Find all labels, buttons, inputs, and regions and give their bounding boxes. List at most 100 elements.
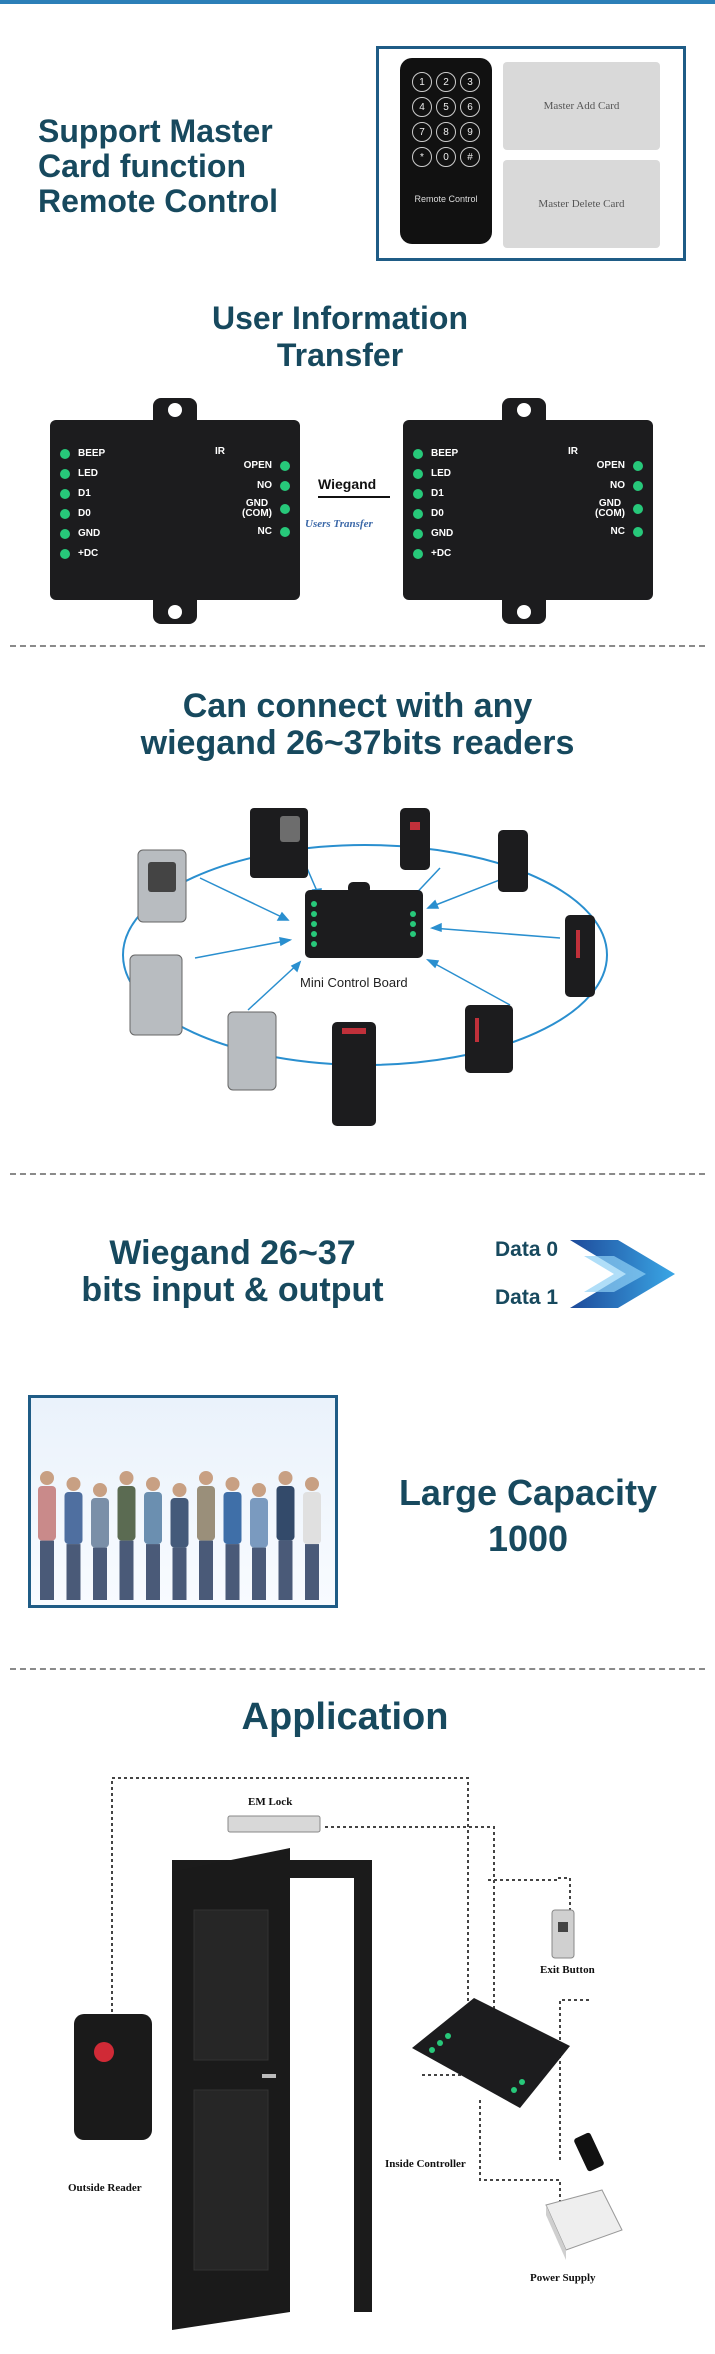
terminal-pin (413, 549, 423, 559)
remote-key: # (460, 147, 480, 167)
ir-label: IR (215, 446, 225, 457)
terminal-label: NC (610, 526, 625, 537)
terminal-row: OPEN (242, 456, 290, 476)
controller-mount-tab (153, 398, 197, 422)
remote-key: 6 (460, 97, 480, 117)
terminal-row: NC (595, 522, 643, 542)
ir-label: IR (568, 446, 578, 457)
remote-key: 2 (436, 72, 456, 92)
terminal-label: D0 (78, 508, 91, 519)
terminal-row: D0 (413, 504, 458, 524)
terminal-row: LED (60, 464, 105, 484)
terminal-pin (633, 481, 643, 491)
person-figure (276, 1471, 295, 1600)
capacity-heading: Large Capacity 1000 (368, 1470, 688, 1562)
person-figure (117, 1471, 136, 1600)
heading-line: Large Capacity (398, 1472, 658, 1513)
heading-line: Wiegand 26~37 (109, 1234, 356, 1272)
terminal-pin (413, 529, 423, 539)
remote-key: * (412, 147, 432, 167)
slim-card-reader (498, 830, 528, 892)
readers-heading: Can connect with any wiegand 26~37bits r… (70, 688, 645, 762)
terminal-pin (413, 449, 423, 459)
terminal-pin (60, 509, 70, 519)
heading-line: User Information (211, 300, 469, 336)
terminal-pin (413, 509, 423, 519)
terminal-pin (280, 504, 290, 514)
person-figure (170, 1483, 189, 1600)
data1-label: Data 1 (495, 1286, 559, 1309)
terminal-pin (60, 469, 70, 479)
person-figure (303, 1477, 321, 1600)
tall-keypad-reader (332, 1022, 376, 1126)
remote-key: 1 (412, 72, 432, 92)
terminal-pin (60, 549, 70, 559)
terminal-label: NO (257, 480, 272, 491)
terminal-pin (280, 481, 290, 491)
terminal-label: D0 (431, 508, 444, 519)
heading-line: bits input & output (81, 1271, 384, 1309)
person-figure (38, 1471, 56, 1600)
people-queue (38, 1471, 321, 1600)
user-transfer-heading: User Information Transfer (140, 300, 540, 374)
terminal-row: BEEP (60, 444, 105, 464)
remote-label: Remote Control (414, 194, 478, 204)
person-figure (144, 1477, 162, 1600)
inside-controller-icon (412, 1998, 570, 2108)
terminal-pin (633, 504, 643, 514)
heading-line: Transfer (276, 337, 404, 373)
terminal-labels-right: OPEN NO GND (COM) NC (242, 456, 290, 542)
heading-line: Support Master (38, 113, 273, 149)
power-supply-label: Power Supply (530, 2272, 596, 2284)
outside-reader-label: Outside Reader (68, 2182, 142, 2194)
small-remote-icon (574, 2132, 604, 2172)
terminal-label: OPEN (243, 460, 272, 471)
terminal-label: NO (610, 480, 625, 491)
terminal-label: GND (431, 528, 454, 539)
heading-line: 1000 (487, 1518, 569, 1559)
heading-line: Remote Control (38, 183, 278, 219)
person-figure (197, 1471, 215, 1600)
terminal-row: GND (COM) (242, 496, 290, 522)
terminal-label: D1 (431, 488, 444, 499)
terminal-label: D1 (78, 488, 91, 499)
mini-control-board (305, 890, 423, 958)
terminal-label: OPEN (596, 460, 625, 471)
terminal-label: LED (78, 468, 98, 479)
inside-controller-label: Inside Controller (385, 2158, 466, 2170)
remote-key: 0 (436, 147, 456, 167)
terminal-row: NO (242, 476, 290, 496)
terminal-row: NO (595, 476, 643, 496)
section-divider (10, 1668, 705, 1670)
terminal-row: NC (242, 522, 290, 542)
terminal-pin (280, 527, 290, 537)
terminal-row: GND (COM) (595, 496, 643, 522)
terminal-row: D1 (60, 484, 105, 504)
terminal-pin (413, 489, 423, 499)
wiegand-label: Wiegand (318, 476, 377, 492)
terminal-label: GND (78, 528, 101, 539)
master-card-heading: Support Master Card function Remote Cont… (38, 114, 278, 219)
terminal-label: NC (257, 526, 272, 537)
terminal-row: GND (413, 524, 458, 544)
terminal-row: D1 (413, 484, 458, 504)
section-divider (10, 1173, 705, 1175)
power-supply-icon (545, 2189, 623, 2251)
application-wiring (74, 1777, 623, 2330)
person-figure (250, 1483, 268, 1600)
section-divider (10, 645, 705, 647)
terminal-label: GND (COM) (595, 498, 625, 519)
remote-key: 5 (436, 97, 456, 117)
terminal-row: OPEN (595, 456, 643, 476)
person-figure (91, 1483, 109, 1600)
master-add-card-label: Master Add Card (543, 100, 620, 112)
remote-key: 7 (412, 122, 432, 142)
terminal-row: +DC (60, 544, 105, 564)
terminal-label: BEEP (431, 448, 459, 459)
